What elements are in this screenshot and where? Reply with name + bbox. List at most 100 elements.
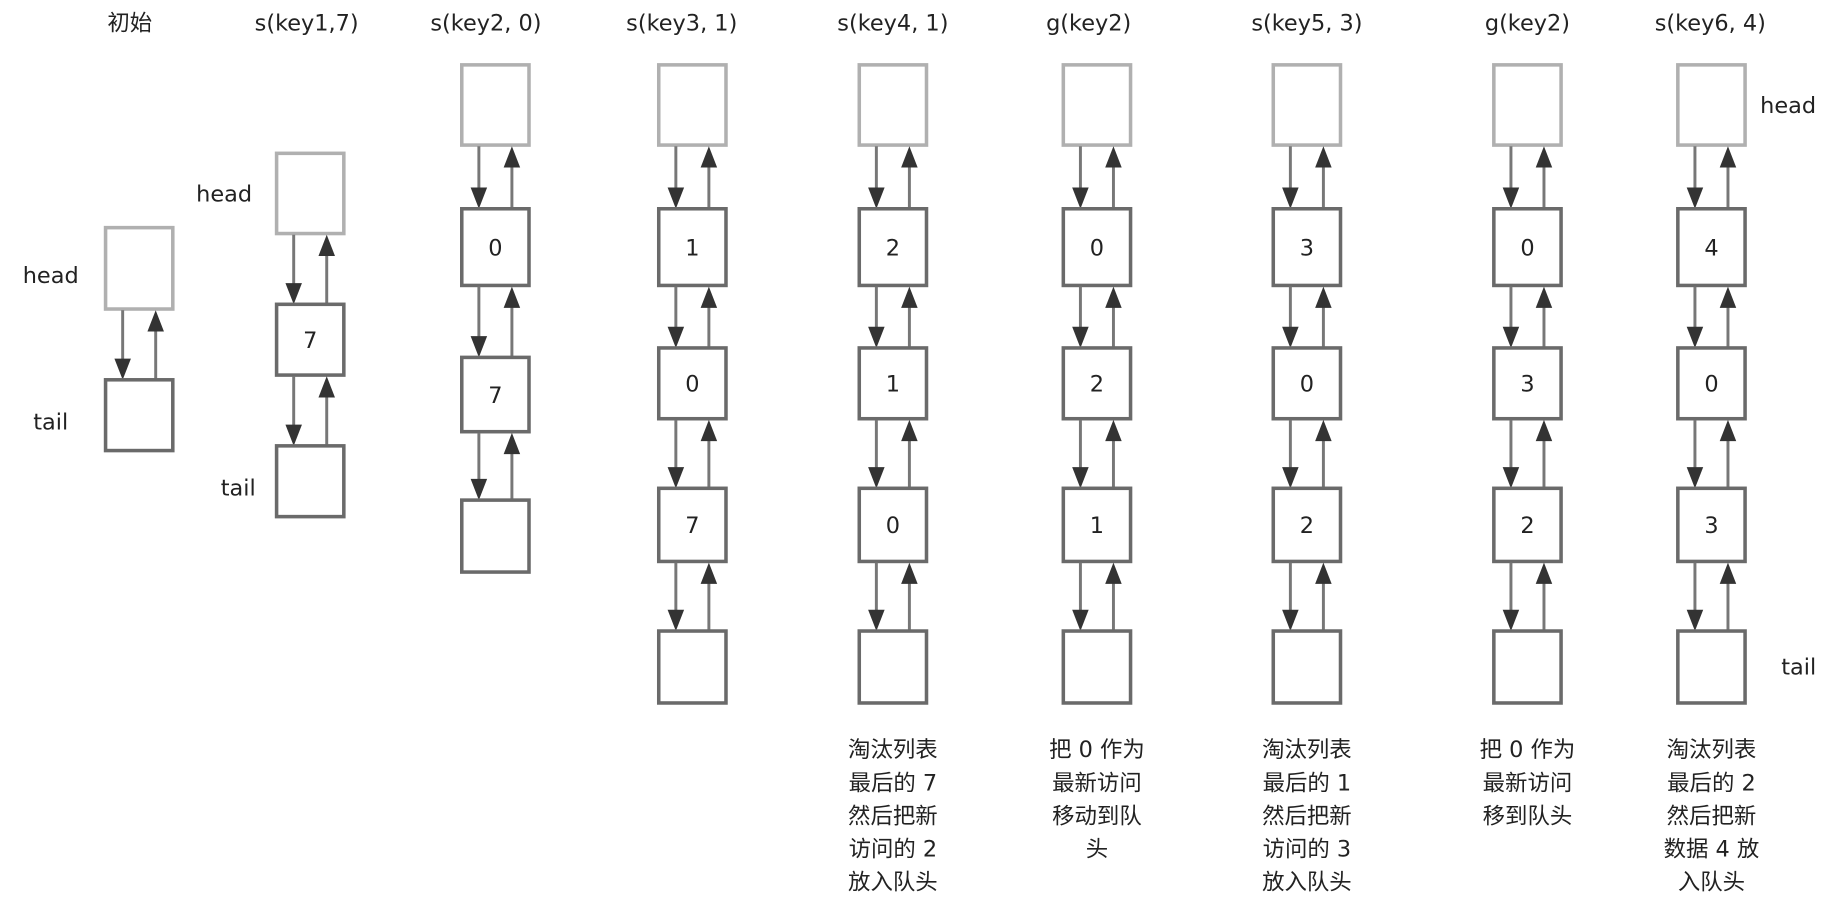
step-note-line: 访问的 3 xyxy=(1263,836,1352,862)
step-note-line: 然后把新 xyxy=(1262,803,1352,829)
prev-arrow-head xyxy=(901,419,918,442)
list-node xyxy=(656,486,728,564)
next-arrow-head xyxy=(1072,326,1089,348)
list-node xyxy=(1061,486,1133,564)
list-node xyxy=(857,207,929,288)
next-arrow-head xyxy=(868,467,885,489)
step-note-line: 移到队头 xyxy=(1483,803,1573,829)
step-note-line: 数据 4 放 xyxy=(1664,836,1760,862)
next-arrow-head xyxy=(1072,467,1089,489)
node-value: 3 xyxy=(1300,235,1314,261)
node-value: 1 xyxy=(886,372,900,398)
list-node xyxy=(1271,207,1343,288)
next-arrow-head xyxy=(1282,187,1299,209)
next-arrow-head xyxy=(1502,187,1520,209)
next-arrow-head xyxy=(285,283,302,305)
node-value: 1 xyxy=(1090,513,1104,539)
prev-arrow-head xyxy=(318,376,335,398)
head-label: head xyxy=(1760,93,1816,119)
prev-arrow-head xyxy=(700,286,718,308)
node-value: 0 xyxy=(488,235,502,261)
next-arrow-head xyxy=(667,326,685,348)
node-value: 0 xyxy=(1300,372,1314,398)
node-value: 7 xyxy=(685,513,699,539)
next-arrow-head xyxy=(1282,609,1299,632)
prev-arrow-head xyxy=(700,419,718,442)
head-sentinel-node xyxy=(1492,63,1563,147)
prev-arrow-head xyxy=(1105,562,1122,584)
node-value: 7 xyxy=(488,383,502,409)
tail-label: tail xyxy=(1781,655,1816,681)
step-note-line: 头 xyxy=(1086,836,1108,862)
prev-arrow-head xyxy=(147,310,164,332)
prev-arrow-head xyxy=(318,234,335,256)
next-arrow-head xyxy=(470,187,488,209)
step-title: g(key2) xyxy=(1046,11,1131,37)
list-node xyxy=(460,355,531,434)
node-value: 0 xyxy=(1704,372,1718,398)
next-arrow-head xyxy=(1502,326,1520,348)
head-label: head xyxy=(196,182,252,208)
tail-sentinel-node xyxy=(1061,629,1133,705)
list-node xyxy=(1271,346,1343,421)
tail-sentinel-node xyxy=(103,378,175,453)
next-arrow-head xyxy=(285,424,302,446)
node-value: 1 xyxy=(685,235,699,261)
next-arrow-head xyxy=(1502,609,1520,632)
next-arrow-head xyxy=(868,187,885,209)
list-node xyxy=(656,346,728,421)
tail-sentinel-node xyxy=(656,629,728,705)
step-note-line: 最新访问 xyxy=(1052,770,1142,796)
prev-arrow-head xyxy=(700,562,718,584)
node-value: 0 xyxy=(1090,235,1104,261)
tail-sentinel-node xyxy=(857,629,929,705)
prev-arrow-head xyxy=(1535,146,1553,168)
head-sentinel-node xyxy=(1676,63,1747,147)
head-sentinel-node xyxy=(103,225,175,311)
prev-arrow-head xyxy=(1719,146,1737,168)
head-label: head xyxy=(23,263,79,289)
next-arrow-head xyxy=(868,326,885,348)
node-value: 2 xyxy=(1090,372,1104,398)
next-arrow-head xyxy=(1686,609,1704,632)
step-note-line: 最新访问 xyxy=(1483,770,1573,796)
next-arrow-head xyxy=(868,609,885,632)
step-note-line: 放入队头 xyxy=(1262,869,1352,895)
step-note-line: 移动到队 xyxy=(1052,803,1142,829)
prev-arrow-head xyxy=(1535,419,1553,442)
list-node xyxy=(857,346,929,421)
step-note-line: 访问的 2 xyxy=(849,836,938,862)
prev-arrow-head xyxy=(901,562,918,584)
prev-arrow-head xyxy=(1315,286,1332,308)
step-title: s(key1,7) xyxy=(255,11,359,37)
list-node xyxy=(1676,346,1747,421)
node-value: 2 xyxy=(1300,513,1314,539)
next-arrow-head xyxy=(1686,326,1704,348)
prev-arrow-head xyxy=(503,286,521,308)
step-title: 初始 xyxy=(107,11,152,37)
list-node xyxy=(1061,207,1133,288)
prev-arrow-head xyxy=(503,146,521,168)
step-title: g(key2) xyxy=(1485,11,1570,37)
node-value: 0 xyxy=(685,372,699,398)
tail-sentinel-node xyxy=(1271,629,1343,705)
prev-arrow-head xyxy=(1719,562,1737,584)
node-value: 0 xyxy=(886,513,900,539)
list-node xyxy=(1061,346,1133,421)
list-node xyxy=(1676,486,1747,564)
node-value: 3 xyxy=(1520,372,1534,398)
list-node xyxy=(1492,346,1563,421)
list-node xyxy=(274,302,346,377)
head-sentinel-node xyxy=(656,63,728,147)
list-node xyxy=(460,207,531,288)
node-value: 0 xyxy=(1520,235,1534,261)
node-value: 2 xyxy=(1520,513,1534,539)
prev-arrow-head xyxy=(901,146,918,168)
node-value: 3 xyxy=(1704,513,1718,539)
next-arrow-head xyxy=(667,467,685,489)
tail-sentinel-node xyxy=(460,498,531,574)
prev-arrow-head xyxy=(1315,562,1332,584)
next-arrow-head xyxy=(1072,609,1089,632)
head-sentinel-node xyxy=(857,63,929,147)
